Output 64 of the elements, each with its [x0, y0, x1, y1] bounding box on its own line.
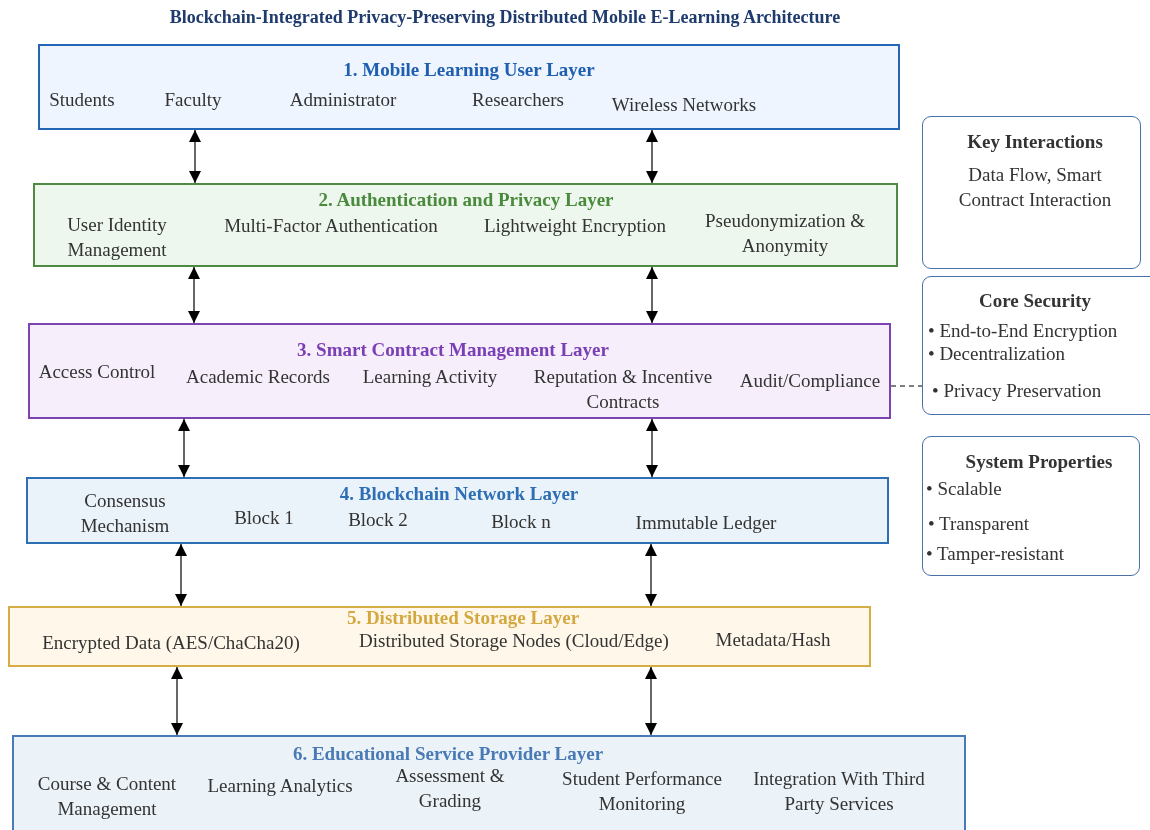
panel-item: • End-to-End Encryption: [928, 318, 1119, 343]
panel-item: • Privacy Preservation: [932, 378, 1103, 403]
double-arrow: [646, 129, 658, 184]
component-label: Course & Content Management: [36, 772, 178, 821]
component-label: Students: [48, 87, 116, 112]
component-label: Student Performance Monitoring: [561, 767, 723, 816]
component-label: Encrypted Data (AES/ChaCha20): [41, 630, 301, 655]
component-label: Lightweight Encryption: [482, 213, 668, 238]
double-arrow: [171, 666, 183, 736]
component-label: Block 2: [347, 507, 409, 532]
info-panel: [922, 276, 1150, 415]
double-arrow: [645, 543, 657, 607]
panel-item: • Decentralization: [928, 341, 1066, 366]
layer-heading: 3. Smart Contract Management Layer: [296, 337, 610, 362]
component-label: Block 1: [233, 505, 295, 530]
component-label: Wireless Networks: [610, 92, 758, 117]
layer-box: [28, 323, 891, 419]
double-arrow: [175, 543, 187, 607]
component-label: Metadata/Hash: [714, 627, 832, 652]
layer-box: [26, 477, 889, 544]
component-label: User Identity Management: [66, 213, 168, 262]
component-label: Pseudonymization & Anonymity: [704, 209, 866, 258]
layer-heading: 5. Distributed Storage Layer: [345, 605, 581, 630]
component-label: Learning Analytics: [206, 773, 354, 798]
component-label: Consensus Mechanism: [79, 489, 171, 538]
double-arrow: [189, 129, 201, 184]
layer-heading: 1. Mobile Learning User Layer: [342, 57, 596, 82]
layer-heading: Core Security: [977, 288, 1092, 313]
component-label: Multi-Factor Authentication: [223, 213, 439, 238]
layer-box: [8, 606, 871, 667]
component-label: Academic Records: [185, 364, 331, 389]
diagram-title: Blockchain-Integrated Privacy-Preserving Distributed Mobile E-Learning Architecture: [168, 7, 842, 28]
component-label: Faculty: [163, 87, 223, 112]
layer-box: [38, 44, 900, 130]
info-panel: [922, 436, 1140, 576]
layer-heading: System Properties: [964, 449, 1114, 474]
layer-heading: 4. Blockchain Network Layer: [338, 481, 580, 506]
layer-heading: 6. Educational Service Provider Layer: [291, 741, 605, 766]
component-label: Assessment & Grading: [394, 764, 506, 813]
layer-box: [12, 735, 966, 830]
connector-line: [890, 385, 923, 387]
panel-item: • Tamper-resistant: [926, 541, 1066, 566]
component-label: Immutable Ledger: [634, 510, 778, 535]
info-panel: [922, 116, 1141, 269]
component-label: Access Control: [37, 359, 157, 384]
double-arrow: [646, 418, 658, 478]
layer-box: [33, 183, 898, 267]
component-label: Audit/Compliance: [738, 368, 882, 393]
layer-heading: 2. Authentication and Privacy Layer: [317, 187, 615, 212]
component-label: Researchers: [471, 87, 565, 112]
component-label: Block n: [490, 509, 552, 534]
panel-item: Data Flow, Smart Contract Interaction: [957, 163, 1113, 212]
double-arrow: [188, 266, 200, 324]
component-label: Reputation & Incentive Contracts: [532, 365, 714, 414]
panel-item: • Scalable: [926, 476, 1003, 501]
double-arrow: [645, 666, 657, 736]
double-arrow: [178, 418, 190, 478]
component-label: Learning Activity: [361, 364, 499, 389]
double-arrow: [646, 266, 658, 324]
component-label: Administrator: [288, 87, 398, 112]
layer-heading: Key Interactions: [966, 129, 1104, 154]
component-label: Integration With Third Party Services: [752, 767, 926, 816]
component-label: Distributed Storage Nodes (Cloud/Edge): [358, 628, 670, 653]
panel-item: • Transparent: [928, 511, 1031, 536]
